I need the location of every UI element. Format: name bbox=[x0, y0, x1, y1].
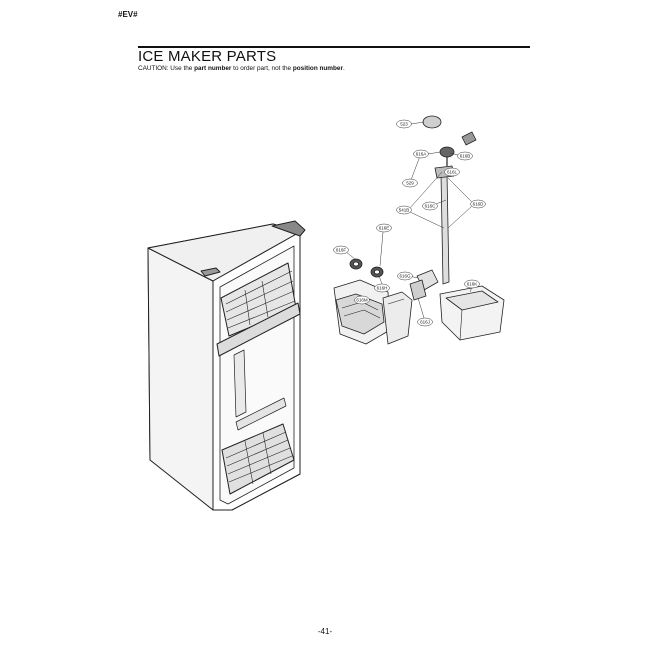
caution-position-number: position number bbox=[292, 65, 343, 72]
callout-label: 616E bbox=[379, 226, 390, 231]
callout-label: 616J bbox=[420, 320, 430, 325]
callout-bubble: 616H bbox=[374, 283, 390, 293]
caution-part-number: part number bbox=[194, 65, 232, 72]
callout-bubble: 529 bbox=[402, 178, 418, 188]
callout-bubble: 616G bbox=[397, 271, 413, 281]
callout-label: 616G bbox=[399, 274, 411, 279]
callout-bubble: 523 bbox=[396, 119, 412, 129]
callout-label: 616B bbox=[460, 154, 471, 159]
callout-bubble: 616K bbox=[464, 279, 480, 289]
title-rule bbox=[138, 46, 530, 48]
caution-note: CAUTION: Use the part number to order pa… bbox=[138, 65, 345, 72]
part-callouts: 523 616A 616B 529 541B 616C 616D 616E 61… bbox=[333, 119, 486, 327]
caution-prefix: CAUTION: Use the bbox=[138, 65, 195, 72]
callout-label: 616D bbox=[473, 202, 485, 207]
callout-bubble: 616J bbox=[417, 317, 433, 327]
page-title: ICE MAKER PARTS bbox=[138, 48, 277, 65]
callout-label: 523 bbox=[400, 122, 408, 127]
callout-label: 616L bbox=[447, 170, 458, 175]
callout-bubble: 616D bbox=[470, 199, 486, 209]
callout-bubble: 541B bbox=[396, 205, 412, 215]
callout-label: 529 bbox=[406, 181, 414, 186]
callout-label: 616H bbox=[377, 286, 388, 291]
callout-bubble: 616L bbox=[444, 167, 460, 177]
callout-bubble: 616E bbox=[376, 223, 392, 233]
callout-label: 616K bbox=[467, 282, 478, 287]
callout-bubble: 616M bbox=[354, 295, 370, 305]
callout-bubble: 616F bbox=[333, 245, 349, 255]
callout-bubble: 616B bbox=[457, 151, 473, 161]
callout-bubble: 616A bbox=[413, 149, 429, 159]
header-tag: #EV# bbox=[118, 10, 138, 19]
callout-label: 616M bbox=[356, 298, 368, 303]
caution-middle: to order part, not the bbox=[231, 65, 293, 72]
page-number: -41- bbox=[317, 627, 333, 636]
caution-suffix: . bbox=[342, 65, 345, 72]
callout-bubble: 616C bbox=[422, 201, 438, 211]
refrigerator-illustration bbox=[147, 220, 306, 511]
callout-label: 616C bbox=[425, 204, 437, 209]
callout-label: 616A bbox=[416, 152, 427, 157]
callout-label: 541B bbox=[399, 208, 410, 213]
callout-label: 616F bbox=[336, 248, 347, 253]
ice-maker-assembly bbox=[333, 115, 505, 345]
